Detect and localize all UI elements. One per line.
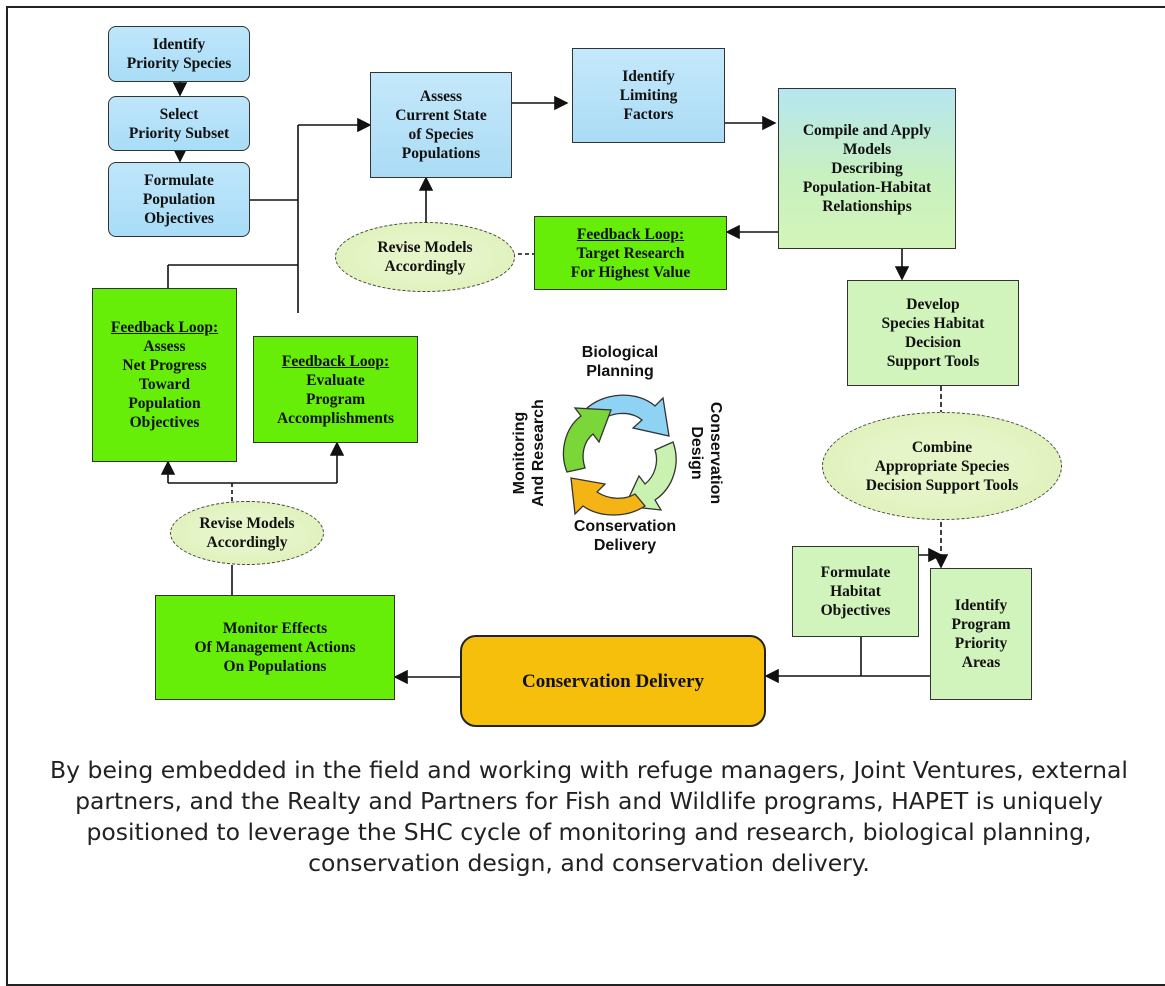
oval-line: Accordingly <box>206 534 288 551</box>
formulate-population-objectives-box: Formulate Population Objectives <box>108 162 250 237</box>
cycle-label-monitoring-research: Monitoring And Research <box>510 363 550 543</box>
cycle-line: Planning <box>586 363 654 380</box>
cycle-line: Conservation <box>707 401 724 505</box>
box-line: Identify <box>622 68 675 85</box>
box-line: Species Habitat <box>881 315 985 332</box>
revise-models-oval-top: Revise Models Accordingly <box>335 222 515 292</box>
oval-line: Decision Support Tools <box>865 476 1019 494</box>
box-line: Habitat <box>830 583 881 600</box>
identify-priority-species-box: Identify Priority Species <box>108 26 250 82</box>
box-line: Evaluate <box>306 371 365 389</box>
box-line: Areas <box>961 654 1001 671</box>
box-line: Population <box>142 191 216 208</box>
develop-decision-tools-box: Develop Species Habitat Decision Support… <box>847 280 1019 386</box>
oval-line: Combine <box>911 438 973 456</box>
box-line: Conservation Delivery <box>521 670 705 692</box>
box-line: Priority <box>954 635 1008 652</box>
feedback-heading: Feedback Loop: <box>576 225 685 243</box>
oval-line: Revise Models <box>199 515 295 532</box>
select-priority-subset-box: Select Priority Subset <box>108 96 250 151</box>
cycle-arrow-conservation-delivery <box>570 477 646 516</box>
cycle-label-conservation-delivery: Conservation Delivery <box>565 517 685 555</box>
box-line: Population-Habitat <box>802 179 932 196</box>
revise-models-oval-bottom: Revise Models Accordingly <box>170 501 324 565</box>
box-line: For Highest Value <box>570 263 691 281</box>
cycle-arrow-monitoring-research <box>562 407 612 473</box>
compile-apply-models-box: Compile and Apply Models Describing Popu… <box>778 88 956 249</box>
monitor-effects-box: Monitor Effects Of Management Actions On… <box>155 595 395 700</box>
feedback-evaluate-program-box: Feedback Loop: Evaluate Program Accompli… <box>253 336 418 443</box>
cycle-label-conservation-design: Conservation Design <box>685 348 725 558</box>
box-line: Target Research <box>576 244 685 262</box>
box-line: Objectives <box>144 210 214 227</box>
box-line: Objectives <box>129 414 200 431</box>
box-line: Program <box>951 616 1011 633</box>
feedback-target-research-box: Feedback Loop: Target Research For Highe… <box>534 216 727 290</box>
combine-decision-tools-oval: Combine Appropriate Species Decision Sup… <box>822 412 1062 520</box>
conservation-delivery-box: Conservation Delivery <box>460 635 766 727</box>
box-line: Compile and Apply <box>802 122 932 139</box>
cycle-label-biological-planning: Biological Planning <box>560 343 680 381</box>
box-line: Population <box>128 395 201 412</box>
box-line: Priority Subset <box>128 124 230 142</box>
identify-limiting-factors-box: Identify Limiting Factors <box>572 48 725 143</box>
cycle-arrow-biological-planning <box>584 394 670 437</box>
box-line: Formulate <box>820 564 891 581</box>
box-line: Formulate <box>144 172 214 189</box>
box-line: Assess <box>143 338 186 355</box>
box-line: Net Progress <box>122 357 207 374</box>
figure-caption: By being embedded in the field and worki… <box>50 756 1128 877</box>
cycle-line: Biological <box>581 344 659 361</box>
box-line: Support Tools <box>886 353 980 370</box>
box-line: Describing <box>831 160 903 177</box>
assess-current-state-box: Assess Current State of Species Populati… <box>370 72 512 178</box>
box-line: Decision <box>905 334 961 351</box>
cycle-line: Delivery <box>593 537 657 554</box>
box-line: Limiting <box>619 87 678 104</box>
box-line: On Populations <box>223 658 327 675</box>
box-line: Models <box>842 141 892 158</box>
box-line: Of Management Actions <box>194 639 356 656</box>
box-line: Program <box>305 390 366 408</box>
box-line: Factors <box>623 106 674 123</box>
box-line: Develop <box>906 296 960 313</box>
feedback-heading: Feedback Loop: <box>281 352 390 370</box>
cycle-line: And Research <box>530 399 547 507</box>
box-line: Accomplishments <box>276 409 395 427</box>
feedback-heading: Feedback Loop: <box>110 319 219 336</box>
box-line: Toward <box>138 376 191 393</box>
box-line: Populations <box>401 145 481 162</box>
box-line: Identify <box>954 597 1008 614</box>
cycle-line: Monitoring <box>511 411 528 495</box>
box-line: Monitor Effects <box>222 620 328 637</box>
box-line: Relationships <box>822 198 912 215</box>
shc-cycle-graphic <box>562 394 677 516</box>
identify-program-priority-areas-box: Identify Program Priority Areas <box>930 568 1032 700</box>
box-line: Assess <box>419 88 463 105</box>
box-line: Priority Species <box>126 55 232 72</box>
box-line: Select <box>159 105 199 123</box>
oval-line: Revise Models <box>377 239 473 256</box>
box-line: Current State <box>395 107 487 124</box>
oval-line: Appropriate Species <box>874 457 1010 475</box>
feedback-assess-net-progress-box: Feedback Loop: Assess Net Progress Towar… <box>92 288 237 462</box>
oval-line: Accordingly <box>384 258 466 275</box>
box-line: Objectives <box>820 602 891 619</box>
box-line: Identify <box>152 36 206 53</box>
cycle-line: Design <box>688 426 705 480</box>
formulate-habitat-objectives-box: Formulate Habitat Objectives <box>792 546 919 637</box>
box-line: of Species <box>408 126 474 143</box>
cycle-line: Conservation <box>573 518 677 535</box>
